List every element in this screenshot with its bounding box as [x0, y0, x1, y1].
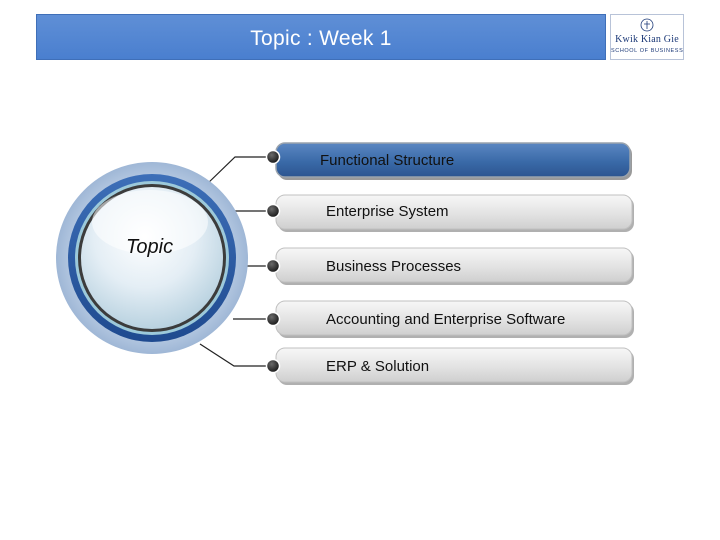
bullet-dot-2	[265, 203, 281, 219]
bullet-dot-3	[265, 258, 281, 274]
hub-highlight	[92, 190, 208, 254]
bullet-dots	[265, 149, 281, 374]
connector-1	[204, 156, 272, 187]
school-logo: Kwik Kian Gie SCHOOL OF BUSINESS	[610, 14, 684, 60]
bullet-dot-4	[265, 311, 281, 327]
connector-5	[199, 343, 272, 367]
logo-subtitle: SCHOOL OF BUSINESS	[611, 48, 684, 54]
item-label-accounting-software: Accounting and Enterprise Software	[326, 311, 566, 328]
item-label-functional-structure: Functional Structure	[320, 152, 455, 169]
bullet-dot-1	[265, 149, 281, 165]
bullet-dot-5	[265, 358, 281, 374]
logo-emblem-icon	[640, 18, 654, 32]
item-label-business-processes: Business Processes	[326, 258, 462, 275]
page-title: Topic : Week 1	[250, 27, 392, 50]
topic-bars	[275, 142, 634, 385]
item-label-erp-solution: ERP & Solution	[326, 358, 430, 375]
logo-name: Kwik Kian Gie	[615, 34, 679, 45]
hub-label: Topic	[126, 236, 174, 258]
topic-hub	[56, 162, 248, 354]
title-banner: Topic : Week 1	[36, 14, 606, 60]
item-label-enterprise-system: Enterprise System	[326, 203, 449, 220]
